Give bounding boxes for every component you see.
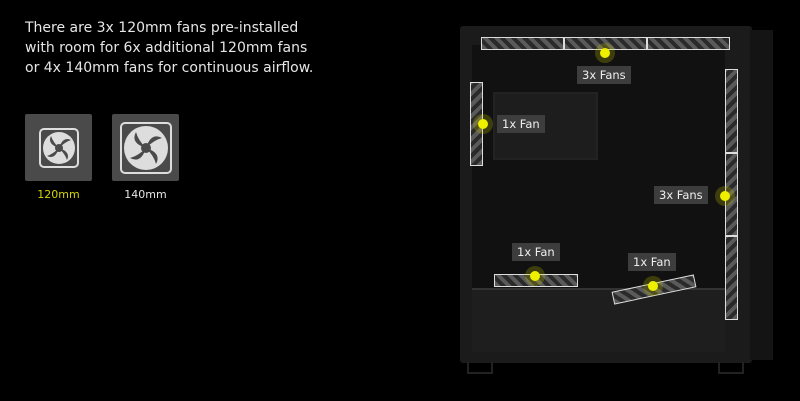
front-fans-hotspot[interactable]: [720, 191, 730, 201]
bottom-front-fan-label: 1x Fan: [628, 253, 676, 271]
fan-120mm-label: 120mm: [37, 188, 80, 201]
bottom-fan-label: 1x Fan: [512, 243, 560, 261]
rear-fan-label: 1x Fan: [497, 115, 545, 133]
description-line: with room for 6x additional 120mm fans: [25, 40, 308, 56]
top-fans-hotspot[interactable]: [600, 48, 610, 58]
fan-120mm-button[interactable]: [25, 114, 92, 181]
psu-shroud: [472, 288, 725, 352]
top-fans-label: 3x Fans: [577, 66, 631, 84]
case-front-panel: [750, 30, 773, 360]
bottom-front-fan-hotspot[interactable]: [648, 281, 658, 291]
fan-140mm-button[interactable]: [112, 114, 179, 181]
front-fan-slot: [725, 236, 738, 320]
front-fan-slot: [725, 69, 738, 153]
case-foot: [718, 362, 744, 374]
top-fan-slot: [481, 37, 564, 50]
bottom-fan-hotspot[interactable]: [530, 271, 540, 281]
description: There are 3x 120mm fans pre-installed wi…: [25, 18, 325, 78]
description-line: There are 3x 120mm fans pre-installed: [25, 20, 299, 36]
fan-140mm-label: 140mm: [124, 188, 167, 201]
top-fan-slot: [647, 37, 730, 50]
fan-icon: [119, 121, 172, 174]
fan-icon: [38, 127, 79, 168]
rear-fan-hotspot[interactable]: [478, 119, 488, 129]
case-foot: [467, 362, 493, 374]
description-line: or 4x 140mm fans for continuous airflow.: [25, 60, 314, 76]
front-fans-label: 3x Fans: [654, 186, 708, 204]
